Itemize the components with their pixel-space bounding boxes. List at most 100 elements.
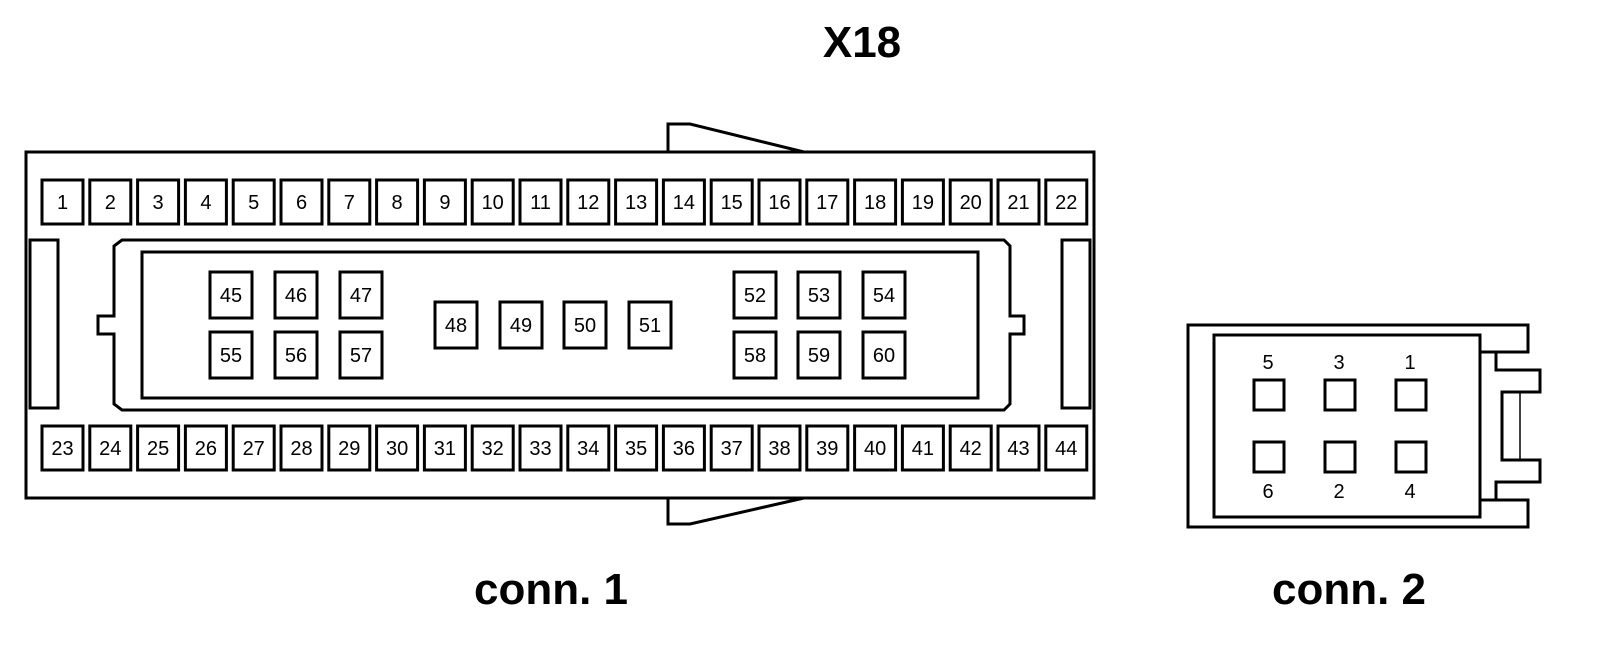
pin-9: 9 (422, 178, 467, 226)
pin-33-outline (518, 424, 563, 472)
pin-41-outline (900, 424, 945, 472)
pin-19: 19 (900, 178, 945, 226)
pin-52-outline (732, 270, 778, 320)
pin-40-label: 40 (864, 438, 886, 460)
pin-38: 38 (757, 424, 802, 472)
top-latch (666, 122, 805, 154)
conn2-pin-4-outline (1394, 440, 1428, 474)
pin-41: 41 (900, 424, 945, 472)
pin-43-label: 43 (1007, 438, 1029, 460)
conn2-pin-label-2: 2 (1333, 481, 1344, 503)
pin-2-outline (88, 178, 133, 226)
pin-40: 40 (853, 424, 898, 472)
pin-4-outline (183, 178, 228, 226)
pin-44-outline (1044, 424, 1089, 472)
connector-2-inner-frame (1212, 333, 1482, 519)
pin-4-label: 4 (200, 192, 211, 214)
pin-31-outline (422, 424, 467, 472)
pin-9-outline (422, 178, 467, 226)
pin-8-label: 8 (392, 192, 403, 214)
pin-20-outline (948, 178, 993, 226)
conn2-pin-6 (1252, 440, 1286, 474)
pin-33: 33 (518, 424, 563, 472)
pin-54-outline (861, 270, 907, 320)
pin-25: 25 (136, 424, 181, 472)
pin-43: 43 (996, 424, 1041, 472)
inner-frame (96, 238, 1026, 412)
pin-12-outline (566, 178, 611, 226)
pin-46-label: 46 (285, 285, 307, 307)
pin-6: 6 (279, 178, 324, 226)
pin-36-outline (661, 424, 706, 472)
pin-30: 30 (375, 424, 420, 472)
pin-47-outline (338, 270, 384, 320)
pin-57-label: 57 (350, 345, 372, 367)
conn2-pin-5 (1252, 378, 1286, 412)
pin-37: 37 (709, 424, 754, 472)
conn2-pin-3 (1323, 378, 1357, 412)
connector-2-housing (1186, 323, 1530, 529)
pin-21-label: 21 (1007, 192, 1029, 214)
pin-49-label: 49 (510, 315, 532, 337)
pin-15: 15 (709, 178, 754, 226)
pin-24-outline (88, 424, 133, 472)
pin-49-outline (498, 300, 544, 350)
pin-1-outline (40, 178, 85, 226)
pin-12-label: 12 (577, 192, 599, 214)
pin-34-label: 34 (577, 438, 599, 460)
pin-9-label: 9 (439, 192, 450, 214)
pin-21: 21 (996, 178, 1041, 226)
pin-42-outline (948, 424, 993, 472)
pin-44-label: 44 (1055, 438, 1077, 460)
pin-3-label: 3 (153, 192, 164, 214)
connector-1-label: conn. 1 (474, 565, 628, 614)
pin-19-outline (900, 178, 945, 226)
pin-58-label: 58 (744, 345, 766, 367)
pin-20: 20 (948, 178, 993, 226)
pin-22-label: 22 (1055, 192, 1077, 214)
pin-14-label: 14 (673, 192, 695, 214)
pin-48: 48 (433, 300, 479, 350)
conn2-pin-2 (1323, 440, 1357, 474)
pin-23: 23 (40, 424, 85, 472)
left-side-bracket (28, 238, 60, 410)
pin-28: 28 (279, 424, 324, 472)
pin-21-outline (996, 178, 1041, 226)
pin-20-label: 20 (960, 192, 982, 214)
pin-19-label: 19 (912, 192, 934, 214)
pin-36-label: 36 (673, 438, 695, 460)
pin-24: 24 (88, 424, 133, 472)
pin-49: 49 (498, 300, 544, 350)
conn2-pin-3-outline (1323, 378, 1357, 412)
pin-5-outline (231, 178, 276, 226)
pin-10-outline (470, 178, 515, 226)
pin-16: 16 (757, 178, 802, 226)
pin-30-label: 30 (386, 438, 408, 460)
pin-23-label: 23 (51, 438, 73, 460)
pin-35-outline (614, 424, 659, 472)
pin-41-label: 41 (912, 438, 934, 460)
pin-32: 32 (470, 424, 515, 472)
pin-59-label: 59 (808, 345, 830, 367)
pin-7: 7 (327, 178, 372, 226)
pin-27: 27 (231, 424, 276, 472)
pin-13-outline (614, 178, 659, 226)
pin-39: 39 (805, 424, 850, 472)
conn2-pin-label-3: 3 (1333, 352, 1344, 374)
pin-35: 35 (614, 424, 659, 472)
conn2-pin-1 (1394, 378, 1428, 412)
pin-3: 3 (136, 178, 181, 226)
pin-54: 54 (861, 270, 907, 320)
pin-29-label: 29 (338, 438, 360, 460)
pin-60-label: 60 (873, 345, 895, 367)
pin-10-label: 10 (482, 192, 504, 214)
pin-38-outline (757, 424, 802, 472)
pin-4: 4 (183, 178, 228, 226)
pin-50: 50 (562, 300, 608, 350)
pin-52-label: 52 (744, 285, 766, 307)
pin-29-outline (327, 424, 372, 472)
pin-40-outline (853, 424, 898, 472)
conn2-pin-label-4: 4 (1404, 481, 1415, 503)
